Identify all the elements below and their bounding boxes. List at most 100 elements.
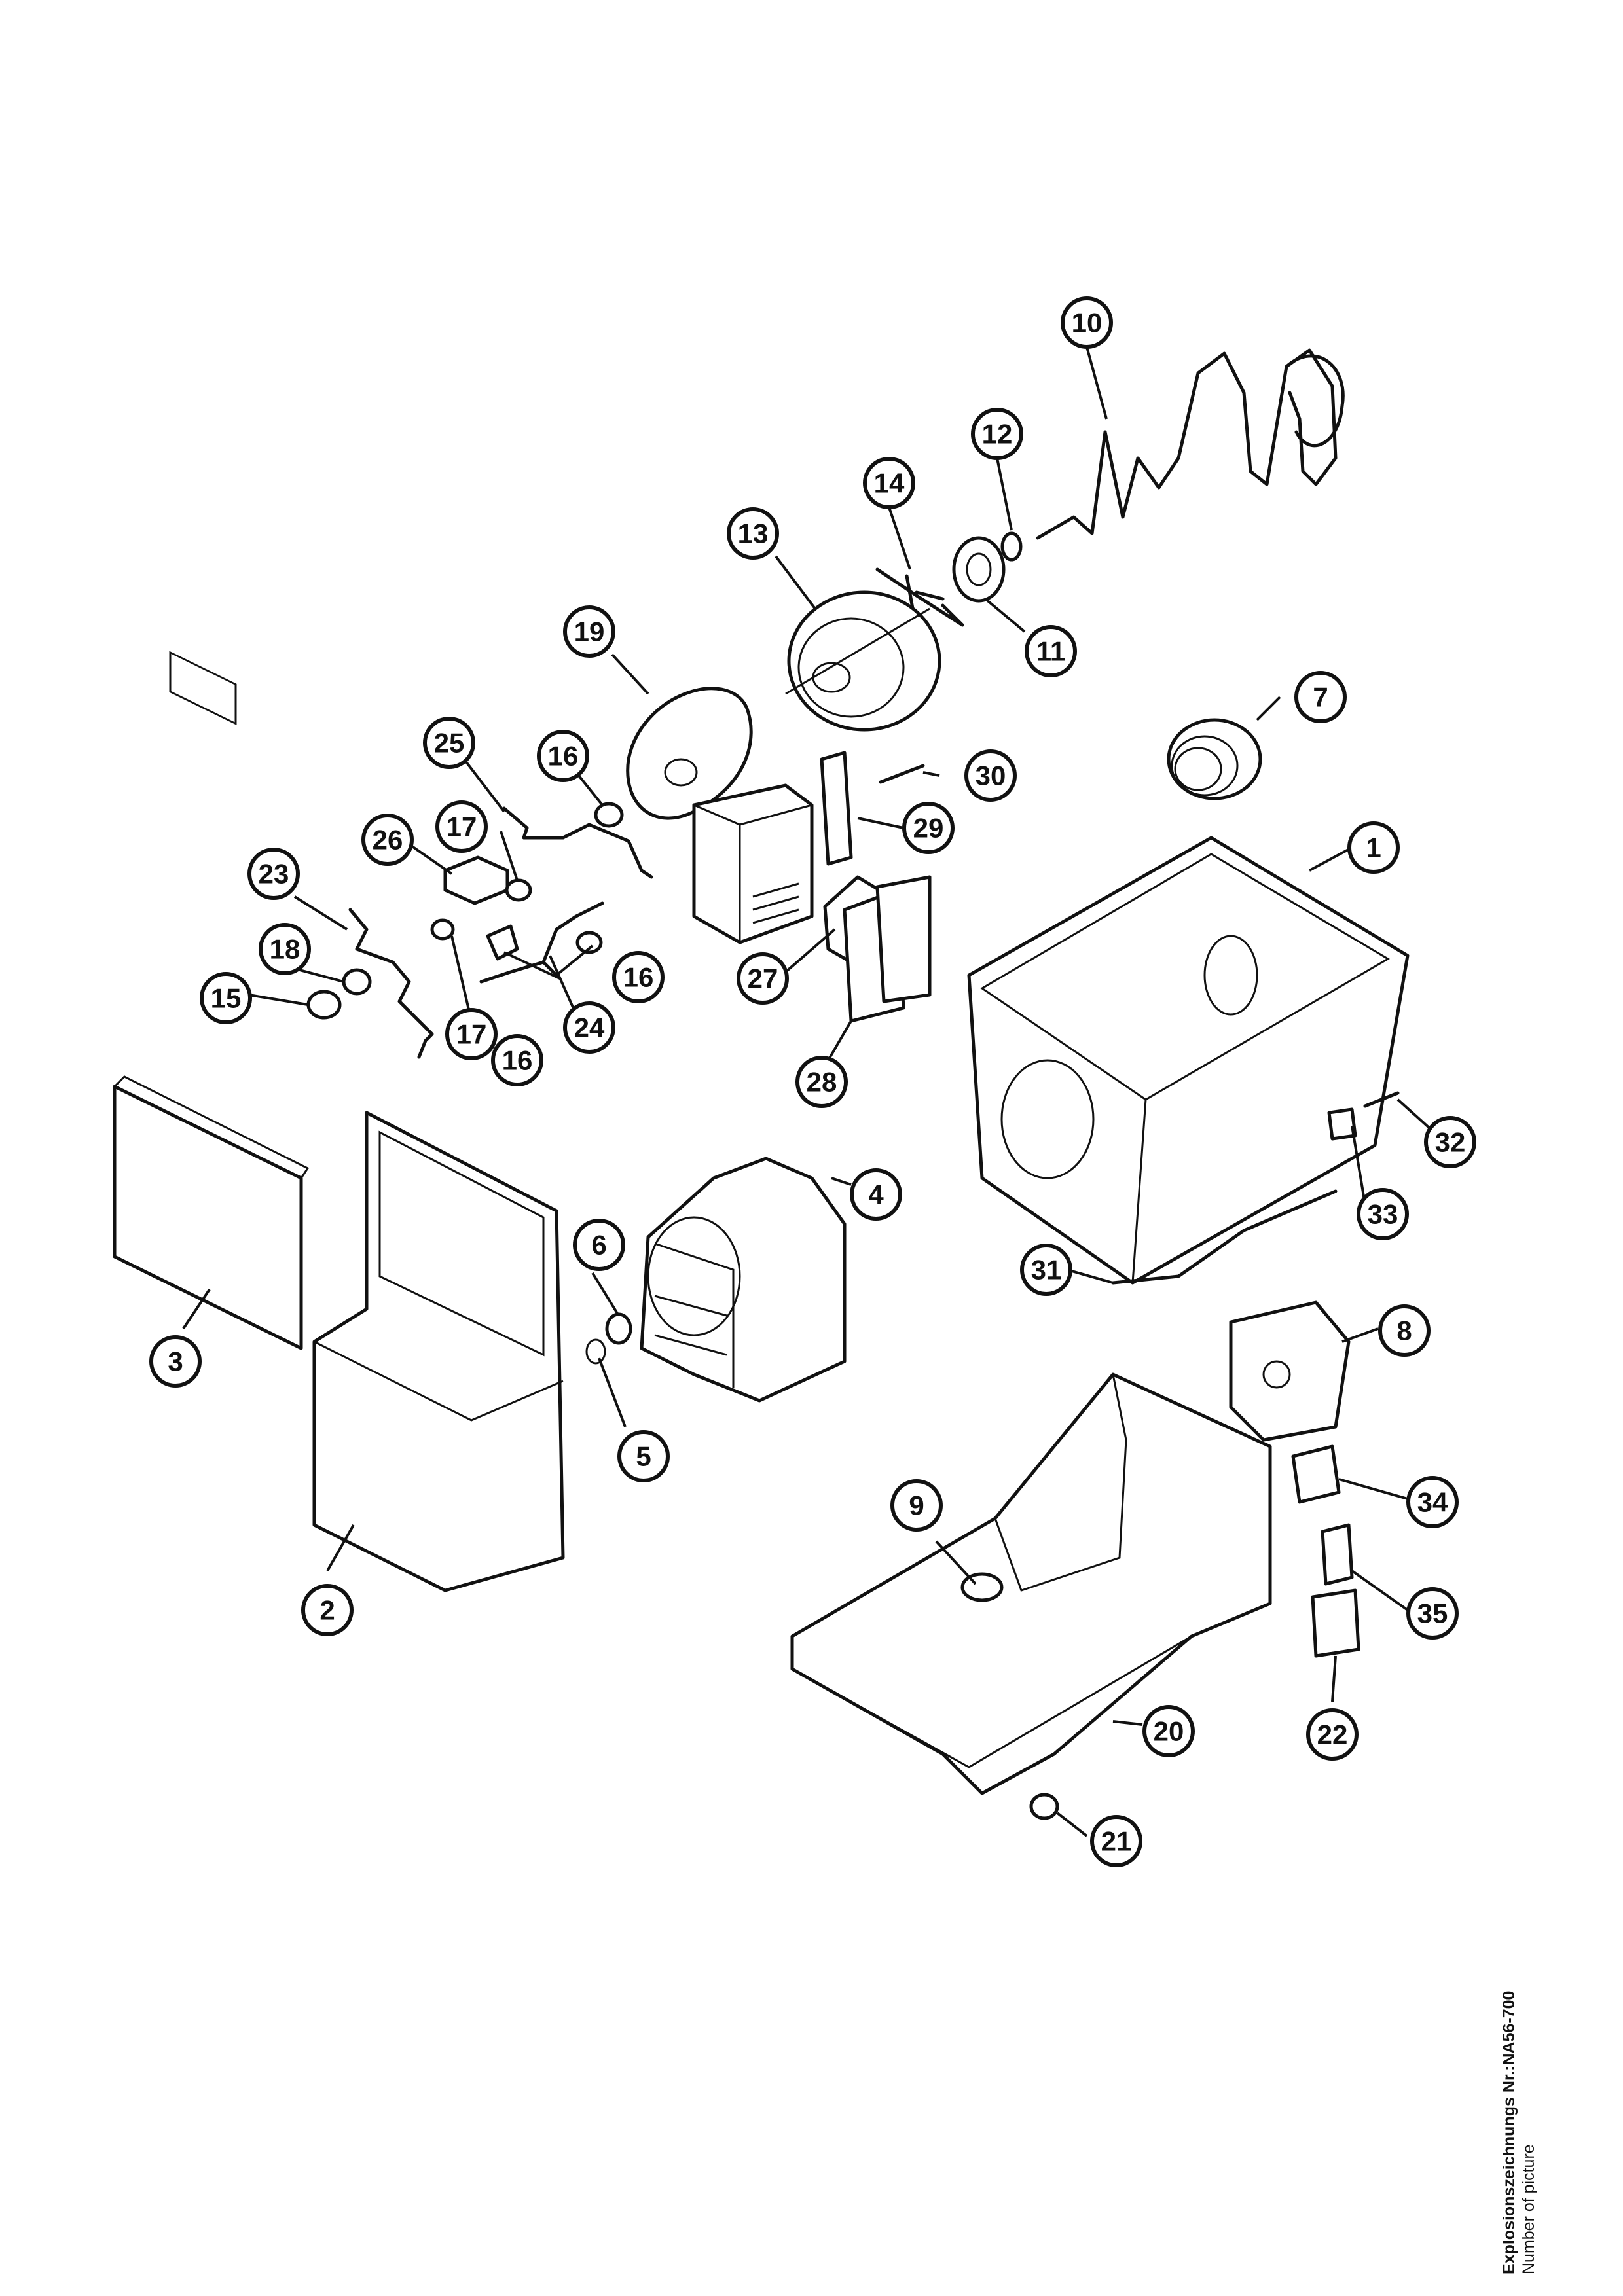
callout-20: 20 bbox=[1142, 1705, 1195, 1757]
callout-28: 28 bbox=[795, 1056, 848, 1108]
callout-17-b: 17 bbox=[445, 1008, 498, 1060]
callout-13: 13 bbox=[727, 507, 779, 560]
callout-1: 1 bbox=[1347, 821, 1400, 874]
svg-text:17: 17 bbox=[447, 812, 477, 842]
part-11-bearing bbox=[952, 536, 1006, 603]
svg-text:13: 13 bbox=[738, 518, 769, 549]
svg-text:33: 33 bbox=[1368, 1199, 1398, 1230]
svg-text:31: 31 bbox=[1031, 1255, 1062, 1285]
svg-text:16: 16 bbox=[548, 741, 579, 772]
part-32-spring bbox=[1363, 1091, 1400, 1108]
callout-33: 33 bbox=[1357, 1188, 1409, 1240]
part-4-motor-housing bbox=[640, 1157, 847, 1403]
part-3-front-panel bbox=[113, 1085, 303, 1350]
part-16-nut-b bbox=[575, 931, 603, 954]
callouts: 10 12 14 13 11 7 19 30 29 1 25 16 17 26 … bbox=[149, 296, 1476, 1867]
svg-text:18: 18 bbox=[270, 934, 301, 965]
part-33-clip bbox=[1327, 1107, 1357, 1141]
callout-8: 8 bbox=[1378, 1304, 1431, 1357]
callout-3: 3 bbox=[149, 1335, 202, 1388]
svg-text:23: 23 bbox=[259, 859, 289, 889]
part-drawings bbox=[113, 348, 1410, 1820]
svg-text:32: 32 bbox=[1435, 1127, 1466, 1158]
part-34-solenoid bbox=[1291, 1444, 1341, 1504]
part-1-ice-bucket bbox=[967, 836, 1410, 1285]
part-16-stud bbox=[486, 924, 519, 961]
callout-14: 14 bbox=[863, 457, 915, 509]
svg-text:6: 6 bbox=[591, 1230, 606, 1261]
callout-10: 10 bbox=[1061, 296, 1113, 349]
part-29-slider bbox=[820, 751, 853, 866]
callout-16-c: 16 bbox=[491, 1034, 543, 1086]
part-12-clip bbox=[1000, 531, 1023, 562]
svg-text:24: 24 bbox=[574, 1013, 605, 1043]
svg-text:34: 34 bbox=[1417, 1487, 1448, 1518]
part-26-block bbox=[443, 855, 509, 905]
svg-text:25: 25 bbox=[434, 728, 465, 759]
callout-26: 26 bbox=[361, 814, 414, 866]
svg-text:8: 8 bbox=[1396, 1316, 1412, 1346]
svg-text:10: 10 bbox=[1072, 308, 1103, 338]
callout-12: 12 bbox=[971, 408, 1023, 460]
part-13-wheel bbox=[787, 590, 941, 732]
svg-text:16: 16 bbox=[502, 1045, 533, 1076]
svg-text:26: 26 bbox=[373, 825, 403, 855]
callout-2: 2 bbox=[301, 1584, 354, 1636]
svg-text:12: 12 bbox=[982, 419, 1013, 450]
part-11-bearing-inner bbox=[966, 552, 992, 586]
svg-text:11: 11 bbox=[1036, 636, 1065, 667]
svg-text:22: 22 bbox=[1317, 1719, 1348, 1750]
part-17-nut-b bbox=[430, 918, 455, 941]
callout-30: 30 bbox=[964, 749, 1017, 802]
callout-4: 4 bbox=[850, 1168, 902, 1221]
callout-19: 19 bbox=[563, 605, 615, 658]
callout-18: 18 bbox=[259, 923, 311, 975]
callout-31: 31 bbox=[1020, 1244, 1072, 1296]
part-10-heater-wire bbox=[1036, 348, 1345, 540]
part-31-rod bbox=[1111, 1189, 1338, 1285]
svg-text:21: 21 bbox=[1101, 1826, 1132, 1857]
part-35-valve bbox=[1321, 1523, 1354, 1586]
part-17-nut-a bbox=[505, 878, 532, 902]
svg-text:35: 35 bbox=[1417, 1598, 1448, 1629]
callout-5: 5 bbox=[617, 1430, 670, 1482]
part-18-washer bbox=[342, 968, 372, 996]
part-14-coupling bbox=[875, 567, 964, 627]
callout-7: 7 bbox=[1294, 671, 1347, 723]
part-16-nut-a bbox=[594, 802, 624, 828]
callout-29: 29 bbox=[902, 802, 955, 854]
svg-text:19: 19 bbox=[574, 617, 605, 647]
part-22-bracket bbox=[1311, 1588, 1360, 1658]
part-19-hole bbox=[664, 758, 698, 787]
callout-11: 11 bbox=[1025, 625, 1077, 677]
callout-27: 27 bbox=[737, 952, 789, 1005]
callout-24: 24 bbox=[563, 1001, 615, 1054]
svg-text:20: 20 bbox=[1154, 1716, 1184, 1747]
callout-21: 21 bbox=[1090, 1815, 1142, 1867]
svg-text:4: 4 bbox=[868, 1179, 884, 1210]
caption-title: Explosionszeichnungs Nr.:NA56-700 bbox=[1500, 1990, 1518, 2274]
svg-text:29: 29 bbox=[913, 813, 944, 844]
callout-9: 9 bbox=[890, 1479, 943, 1532]
part-25-lever bbox=[502, 806, 653, 879]
part-19-housing-plate bbox=[626, 687, 753, 820]
callout-6: 6 bbox=[573, 1219, 625, 1271]
svg-text:16: 16 bbox=[623, 962, 654, 993]
callout-25: 25 bbox=[423, 717, 475, 769]
part-5-clip bbox=[585, 1338, 606, 1365]
svg-text:5: 5 bbox=[636, 1441, 651, 1472]
part-21-screw bbox=[1029, 1793, 1059, 1820]
callout-17-a: 17 bbox=[435, 800, 488, 853]
callout-35: 35 bbox=[1406, 1587, 1459, 1640]
part-15-nut bbox=[306, 990, 342, 1020]
part-13-wheel-inner bbox=[797, 617, 905, 718]
part-6-washer bbox=[605, 1312, 632, 1345]
svg-text:1: 1 bbox=[1366, 833, 1381, 863]
callout-16-b: 16 bbox=[612, 951, 665, 1003]
callout-16-a: 16 bbox=[537, 730, 589, 782]
part-24-lever bbox=[479, 901, 604, 984]
svg-text:28: 28 bbox=[807, 1067, 837, 1098]
svg-text:30: 30 bbox=[976, 761, 1006, 791]
part-30-pin bbox=[879, 764, 925, 784]
